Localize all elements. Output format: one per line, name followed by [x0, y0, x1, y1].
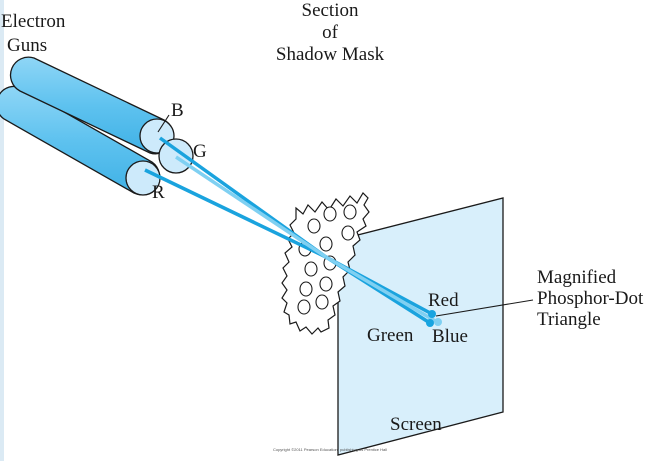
label-electron-guns-2: Guns: [7, 35, 47, 56]
label-section-2: of: [322, 22, 339, 43]
screen-panel: [337, 197, 504, 456]
label-green-dot: Green: [367, 325, 414, 346]
label-magnified-3: Triangle: [537, 309, 601, 330]
beam-g-to-mask: [175, 155, 327, 259]
label-magnified-1: Magnified: [537, 267, 617, 288]
left-edge-strip: [0, 0, 4, 461]
leader-b: [157, 114, 170, 133]
phosphor-dot-red: [428, 310, 436, 318]
leader-magnified: [435, 299, 534, 317]
label-magnified-2: Phosphor-Dot: [537, 288, 644, 309]
label-blue-dot: Blue: [432, 326, 468, 347]
label-section-3: Shadow Mask: [276, 44, 385, 65]
label-gun-g: G: [193, 141, 207, 162]
phosphor-dot-green: [426, 319, 434, 327]
electron-gun-r: [0, 85, 161, 196]
label-screen: Screen: [390, 414, 442, 435]
label-red-dot: Red: [428, 290, 459, 311]
label-gun-r: R: [152, 182, 165, 203]
phosphor-dot-blue: [434, 318, 442, 326]
beam-r-to-mask: [144, 168, 327, 259]
label-gun-b: B: [171, 100, 184, 121]
copyright-text: Copyright ©2011 Pearson Education, publi…: [273, 447, 387, 452]
label-electron-guns-1: Electron: [1, 11, 66, 32]
label-section-1: Section: [302, 0, 359, 21]
shadow-mask-section: [281, 192, 370, 335]
beam-to-blue-dot: [325, 255, 438, 324]
